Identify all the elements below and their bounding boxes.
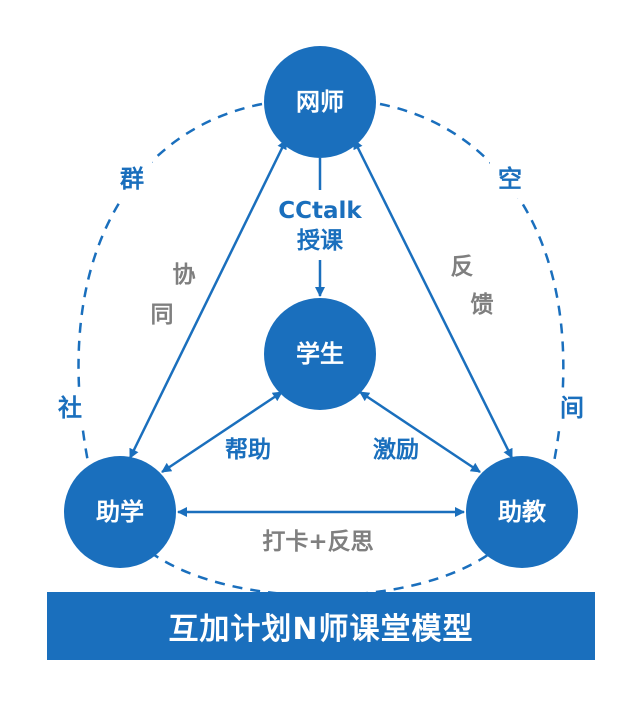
node-center: 学生 [264, 298, 376, 410]
node-top: 网师 [264, 46, 376, 158]
edge-center-left [161, 390, 283, 474]
node-right-label: 助教 [498, 498, 547, 526]
ring-label-bg-1 [112, 158, 152, 198]
ring-label-jian: 间 [560, 394, 584, 422]
edge-label-xie: 协 [173, 262, 196, 288]
node-center-label: 学生 [296, 340, 344, 368]
title-bar: 互加计划N师课堂模型 [47, 592, 595, 660]
ring-label-qun: 群 [120, 165, 144, 193]
edge-label-tong: 同 [151, 302, 174, 328]
node-left-label: 助学 [96, 498, 144, 526]
ring-arc-right [379, 102, 565, 463]
ring-label-bg-2 [50, 388, 90, 428]
edge-label-cctalk: CCtalk [278, 198, 362, 224]
edge-top-right [352, 139, 514, 459]
node-right: 助教 [466, 456, 578, 568]
ring-label-bg-4 [552, 388, 592, 428]
edge-label-bangzhu: 帮助 [225, 436, 271, 463]
edge-label-kui: 馈 [471, 291, 494, 318]
edge-center-right [359, 390, 481, 474]
ring-label-she: 社 [58, 394, 82, 422]
ring-label-bg-3 [490, 158, 530, 198]
cctalk-label-bg [268, 190, 372, 260]
ring-label-kong: 空 [498, 165, 522, 193]
edge-label-shouke: 授课 [297, 228, 344, 254]
node-left: 助学 [64, 456, 176, 568]
ring-arc-bottom [149, 550, 493, 597]
edge-label-fan: 反 [451, 254, 474, 280]
title-text: 互加计划N师课堂模型 [168, 612, 474, 647]
ring-arc-left [77, 102, 263, 463]
node-top-label: 网师 [296, 88, 344, 116]
edge-top-left [128, 139, 288, 459]
edge-label-daka: 打卡+反思 [262, 528, 373, 555]
edge-label-jili: 激励 [373, 436, 419, 463]
